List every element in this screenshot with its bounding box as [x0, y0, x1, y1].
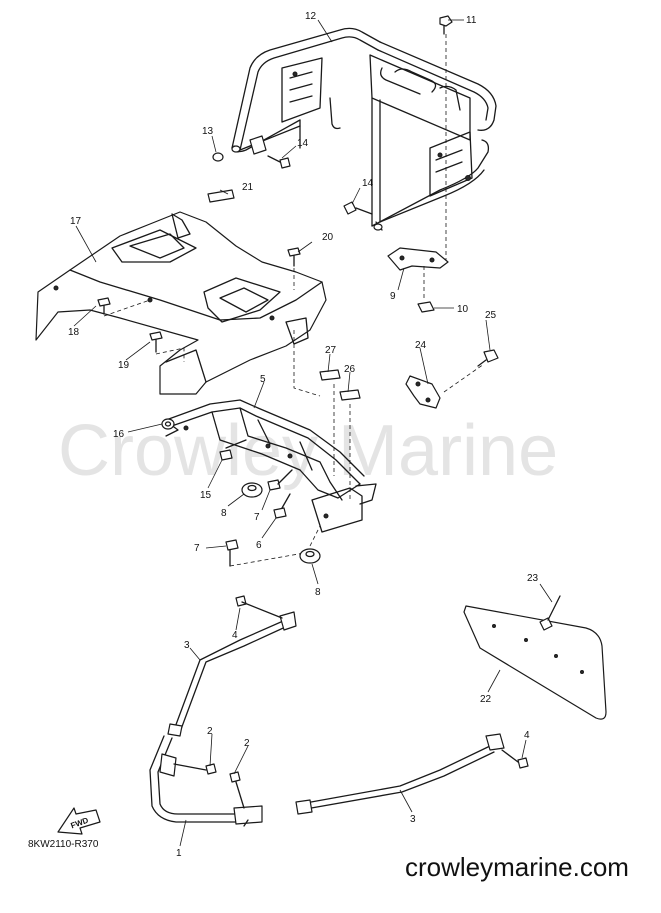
leader-line [443, 363, 485, 393]
callout-5: 5 [260, 374, 266, 385]
label-part-26[interactable] [339, 389, 361, 401]
callout-26: 26 [344, 364, 356, 375]
callout-6: 6 [256, 540, 262, 551]
callout-24: 24 [415, 340, 427, 351]
callout-23: 23 [527, 573, 539, 584]
leader-line [229, 551, 311, 567]
bolt-part-25[interactable] [477, 349, 499, 367]
callout-21: 21 [242, 182, 254, 193]
grommet-part-8-lower[interactable] [299, 548, 321, 564]
diagram-code: 8KW2110-R370 [28, 839, 99, 850]
callout-13: 13 [202, 126, 214, 137]
bolt-part-4-lower[interactable] [501, 749, 529, 769]
bolt-part-18[interactable] [97, 297, 111, 315]
callout-7-upper: 7 [254, 512, 260, 523]
callout-7-lower: 7 [194, 543, 200, 554]
callout-17: 17 [70, 216, 82, 227]
callout-15: 15 [200, 490, 212, 501]
leader-line [155, 347, 185, 362]
frame-part-5[interactable] [165, 399, 377, 533]
flap-part-22[interactable] [463, 605, 607, 720]
rod-part-3-right[interactable] [295, 733, 505, 815]
callout-22: 22 [480, 694, 492, 705]
rear-fender-part-17[interactable] [35, 211, 327, 395]
bolt-part-7-lower[interactable] [225, 539, 239, 567]
screw-part-20[interactable] [287, 247, 301, 267]
bolt-part-14-upper[interactable] [249, 135, 291, 169]
callout-14-lower: 14 [362, 178, 374, 189]
bolt-part-4-upper[interactable] [235, 595, 283, 619]
label-part-21[interactable] [207, 189, 235, 203]
callout-1: 1 [176, 848, 182, 859]
callout-leaders [73, 19, 553, 847]
callout-27: 27 [325, 345, 337, 356]
grommet-part-8-upper[interactable] [241, 482, 263, 498]
callout-4-lower: 4 [524, 730, 530, 741]
callout-9: 9 [390, 291, 396, 302]
callout-12: 12 [305, 11, 317, 22]
callout-18: 18 [68, 327, 80, 338]
callout-20: 20 [322, 232, 334, 243]
bolt-part-19[interactable] [149, 331, 163, 353]
callout-3-right: 3 [410, 814, 416, 825]
leader-line [309, 525, 321, 547]
rod-part-3-left[interactable] [167, 611, 297, 737]
tube-part-1[interactable] [149, 735, 263, 827]
bolt-part-11[interactable] [439, 15, 453, 35]
fwd-arrow-icon: FWD [57, 807, 101, 835]
bolt-part-2-left[interactable] [173, 763, 217, 775]
callout-8-upper: 8 [221, 508, 227, 519]
label-part-27[interactable] [319, 369, 341, 381]
rear-rack-part-12[interactable] [231, 27, 497, 231]
callout-3-left: 3 [184, 640, 190, 651]
pin-part-23[interactable] [539, 595, 561, 631]
callout-16: 16 [113, 429, 125, 440]
bolt-part-6[interactable] [273, 493, 291, 519]
bolt-part-14-lower[interactable] [343, 201, 373, 215]
bolt-part-2-right[interactable] [229, 771, 245, 809]
callout-2-right: 2 [244, 738, 250, 749]
callout-4-upper: 4 [232, 630, 238, 641]
callout-10: 10 [457, 304, 469, 315]
grommet-part-16[interactable] [161, 418, 175, 430]
callout-19: 19 [118, 360, 130, 371]
cap-part-13[interactable] [212, 152, 224, 162]
watermark-text: Crowley Marine [58, 411, 558, 491]
callout-8-lower: 8 [315, 587, 321, 598]
nut-part-10[interactable] [417, 301, 435, 313]
callout-25: 25 [485, 310, 497, 321]
bracket-part-24[interactable] [405, 375, 441, 409]
callout-2-left: 2 [207, 726, 213, 737]
site-url-link[interactable]: crowleymarine.com [405, 852, 629, 882]
bracket-part-9[interactable] [387, 247, 449, 271]
callout-numbers: 12 11 13 14 21 17 20 14 9 10 18 19 5 27 … [68, 11, 539, 859]
leader-line [103, 299, 151, 317]
leader-line [293, 330, 321, 397]
callout-11: 11 [466, 15, 477, 26]
callout-14-upper: 14 [297, 138, 309, 149]
bolt-part-15[interactable] [219, 439, 247, 461]
bolt-part-7-upper[interactable] [267, 469, 293, 491]
